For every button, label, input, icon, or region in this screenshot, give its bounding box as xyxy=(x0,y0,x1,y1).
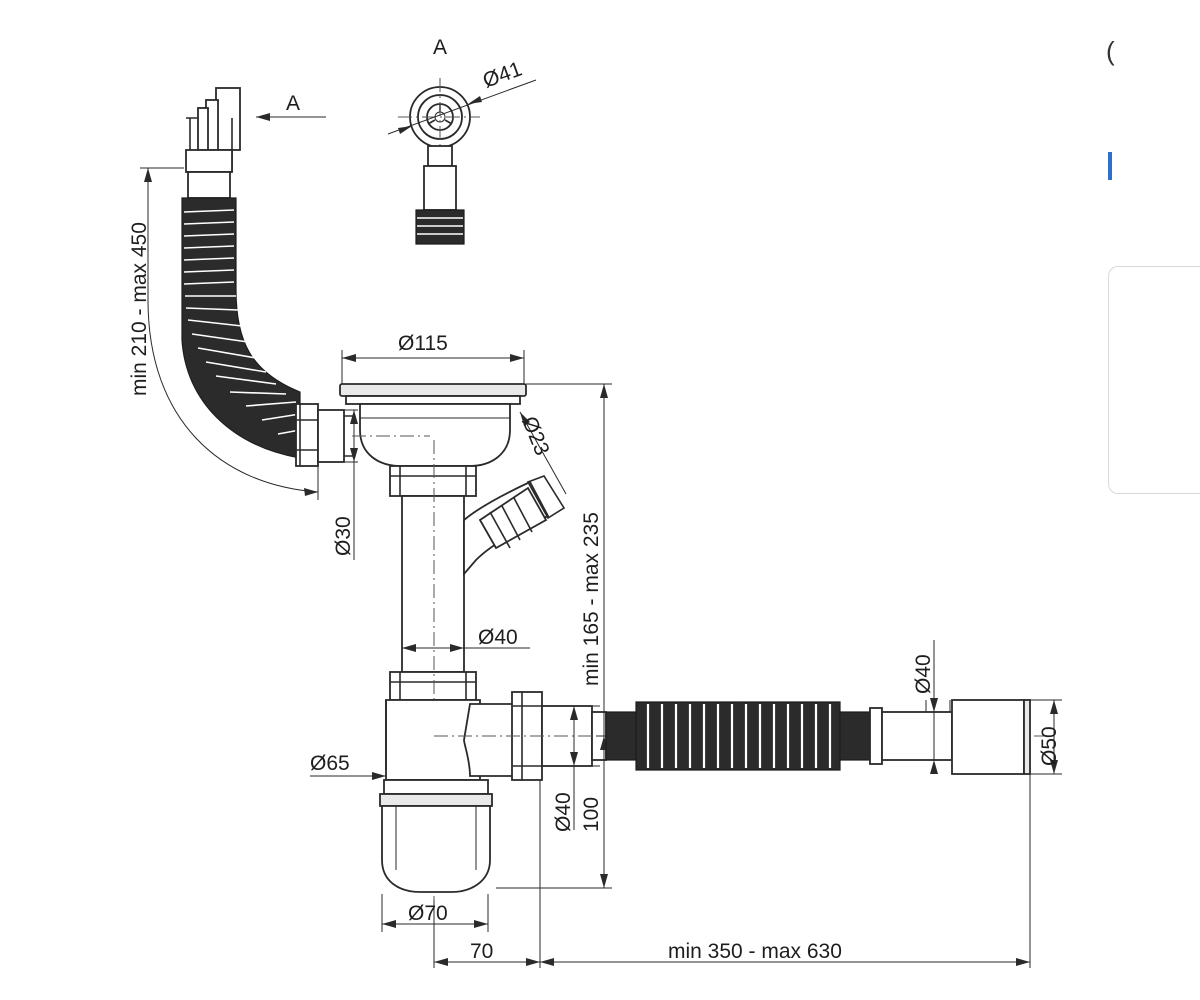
dia-40-outlet-label: Ø40 xyxy=(552,792,575,832)
dia-23-label: Ø23 xyxy=(517,413,553,458)
dim-70-label: 70 xyxy=(470,940,493,963)
length-range-label: min 350 - max 630 xyxy=(668,940,842,963)
overflow-assembly xyxy=(140,87,354,500)
page-edge-panel xyxy=(1108,266,1200,494)
dia-30-label: Ø30 xyxy=(332,516,355,556)
dim-100-label: 100 xyxy=(580,797,603,832)
dimension-labels: A A Ø41 min 210 - max 450 Ø115 Ø23 min 1… xyxy=(128,36,1061,963)
height-range-label: min 165 - max 235 xyxy=(580,512,603,686)
siphon-body xyxy=(320,350,567,900)
view-marker-side-label: A xyxy=(286,92,300,115)
page-edge-glyph: ( xyxy=(1106,36,1115,66)
dia-65-label: Ø65 xyxy=(310,752,350,775)
outlet-hose-assembly xyxy=(605,640,1062,775)
overflow-hose xyxy=(181,197,301,459)
hose-range-label: min 210 - max 450 xyxy=(128,222,151,396)
dia-70-label: Ø70 xyxy=(408,902,448,925)
front-view-hose-stub xyxy=(415,209,465,245)
dia-115-label: Ø115 xyxy=(398,332,448,355)
dia-40-pipe-label: Ø40 xyxy=(478,626,518,649)
overflow-front-view xyxy=(387,78,537,245)
dia-50-label: Ø50 xyxy=(1038,726,1061,766)
overall-dimensions xyxy=(433,383,1031,968)
view-marker-top-label: A xyxy=(433,36,447,59)
outlet-corrugated-hose xyxy=(635,701,841,771)
dia-41-label: Ø41 xyxy=(480,58,525,93)
dia-40-end-label: Ø40 xyxy=(912,654,935,694)
page-edge-accent-bar xyxy=(1108,152,1112,180)
siphon-trap xyxy=(310,691,1050,932)
